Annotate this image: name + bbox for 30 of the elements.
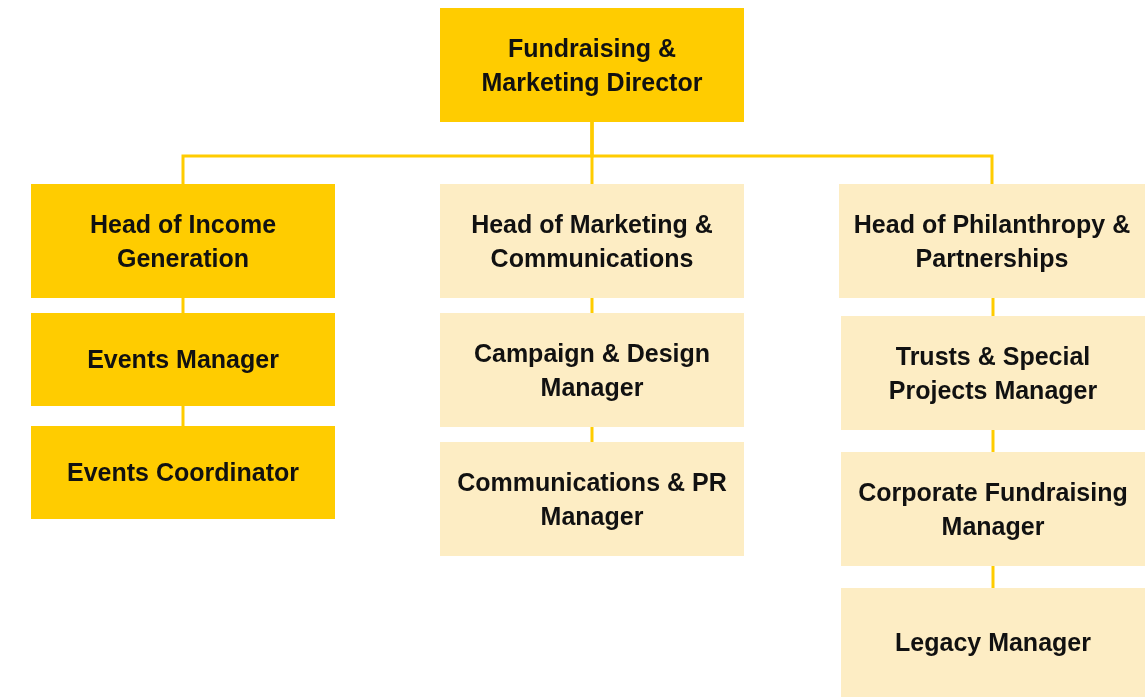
role-title: Trusts & Special Projects Manager: [887, 340, 1099, 406]
role-box: [841, 452, 1145, 566]
role-title: Communications & PR Manager: [456, 466, 728, 532]
role-title: Head of Philanthropy & Partnerships: [852, 208, 1132, 274]
role-box: [31, 426, 335, 519]
role-title: Fundraising & Marketing Director: [480, 32, 704, 98]
role-title: Events Manager: [87, 344, 279, 376]
role-title: Events Coordinator: [67, 457, 299, 489]
role-box: [841, 588, 1145, 697]
role-title: Head of Marketing & Communications: [470, 208, 714, 274]
role-title: Campaign & Design Manager: [472, 337, 712, 403]
connector-line: [590, 122, 994, 184]
role-title: Legacy Manager: [895, 627, 1091, 659]
connector-line: [991, 430, 995, 452]
role-box: [440, 313, 744, 427]
role-box: [841, 316, 1145, 430]
role-box: [440, 8, 744, 122]
role-box: [31, 313, 335, 406]
connector-line: [991, 566, 995, 588]
role-title: Corporate Fundraising Manager: [857, 476, 1129, 542]
connector-line: [590, 427, 594, 442]
role-box: [839, 184, 1145, 298]
connector-line: [181, 406, 185, 426]
role-box: [440, 442, 744, 556]
role-title: Head of Income Generation: [88, 208, 278, 274]
connector-line: [590, 298, 594, 313]
connector-line: [991, 298, 995, 316]
role-box: [31, 184, 335, 298]
role-box: [440, 184, 744, 298]
connector-line: [181, 298, 185, 313]
